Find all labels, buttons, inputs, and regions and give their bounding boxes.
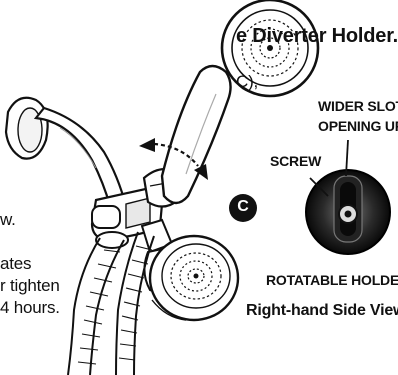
section-heading: e Diverter Holder. [236,25,398,48]
wider-slot-label-line2: OPENING UP [318,118,398,134]
flexible-hose [68,232,154,375]
body-line: w. [0,210,16,230]
step-marker-letter: C [236,198,250,216]
fixed-shower-head [142,220,238,320]
wider-slot-label-line1: WIDER SLOT [318,98,398,114]
wall-flange [6,98,48,159]
view-caption: Right-hand Side View [246,302,398,320]
hand-shower-handle [162,66,231,203]
screw-label: SCREW [270,153,321,169]
rotatable-holder-label: ROTATABLE HOLDER [266,272,398,288]
holder-detail [306,170,390,254]
body-line: C), [236,72,258,92]
body-line: r tighten [0,276,60,296]
body-line: ates [0,254,31,274]
body-line: 4 hours. [0,298,60,318]
shower-arm [36,108,126,206]
